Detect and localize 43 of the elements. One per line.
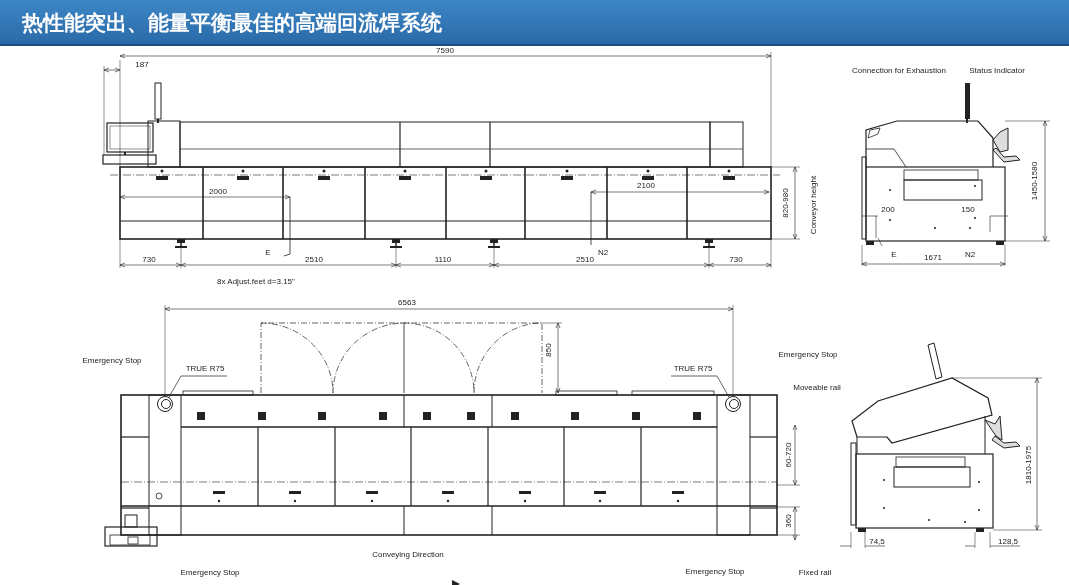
dimension-value: 200 bbox=[881, 206, 895, 214]
emergency-stop-button bbox=[157, 396, 173, 412]
part-label: Connection for Exhaustion bbox=[852, 67, 946, 75]
dimension-value: 850 bbox=[545, 343, 553, 357]
dimension-value: 1671 bbox=[924, 254, 942, 262]
dimension-value: 2510 bbox=[576, 256, 594, 264]
dimension-value: 2510 bbox=[305, 256, 323, 264]
dimension-value: 187 bbox=[135, 61, 149, 69]
part-label: Conveyor height bbox=[810, 175, 818, 235]
part-label: Moveable rail bbox=[793, 384, 841, 392]
dimension-value: 820-980 bbox=[782, 188, 790, 218]
callout-label: TRUE R75 bbox=[671, 365, 715, 376]
part-label: Emergency Stop bbox=[82, 357, 142, 365]
part-label: Emergency Stop bbox=[180, 569, 240, 577]
dimension-value: 74,5 bbox=[869, 538, 885, 546]
dimension-value: 60-720 bbox=[785, 442, 793, 468]
leader-line bbox=[168, 375, 228, 398]
callout-label: TRUE R75 bbox=[183, 365, 227, 376]
dimension-value: 2100 bbox=[637, 182, 655, 190]
part-label: E bbox=[265, 249, 271, 257]
dimension-value: 1810-1975 bbox=[1025, 445, 1033, 485]
part-label: Conveying Direction bbox=[372, 551, 444, 559]
part-label: Emergency Stop bbox=[778, 351, 838, 359]
dimension-value: 360 bbox=[785, 514, 793, 528]
dimension-value: 7590 bbox=[436, 47, 454, 55]
page-title: 热性能突出、能量平衡最佳的高端回流焊系统 bbox=[22, 10, 442, 36]
dimension-value: 150 bbox=[961, 206, 975, 214]
part-label: E bbox=[891, 251, 897, 259]
part-label: Emergency Stop bbox=[685, 568, 745, 576]
dimension-value: 6563 bbox=[398, 299, 416, 307]
dimension-value: 730 bbox=[142, 256, 156, 264]
dimension-value: 1110 bbox=[434, 256, 452, 264]
part-label: Fixed rail bbox=[798, 569, 832, 577]
leader-line bbox=[670, 375, 730, 398]
dimension-value: 1450-1580 bbox=[1031, 161, 1039, 201]
emergency-stop-button bbox=[725, 396, 741, 412]
part-label: N2 bbox=[964, 251, 976, 259]
part-label: 8x Adjust.feet d=3.15" bbox=[217, 278, 295, 286]
part-label: Status Indicator bbox=[969, 67, 1025, 75]
dimension-value: 730 bbox=[729, 256, 743, 264]
dimension-value: 2000 bbox=[209, 188, 227, 196]
dimension-value: 128,5 bbox=[998, 538, 1018, 546]
part-label: N2 bbox=[597, 249, 609, 257]
